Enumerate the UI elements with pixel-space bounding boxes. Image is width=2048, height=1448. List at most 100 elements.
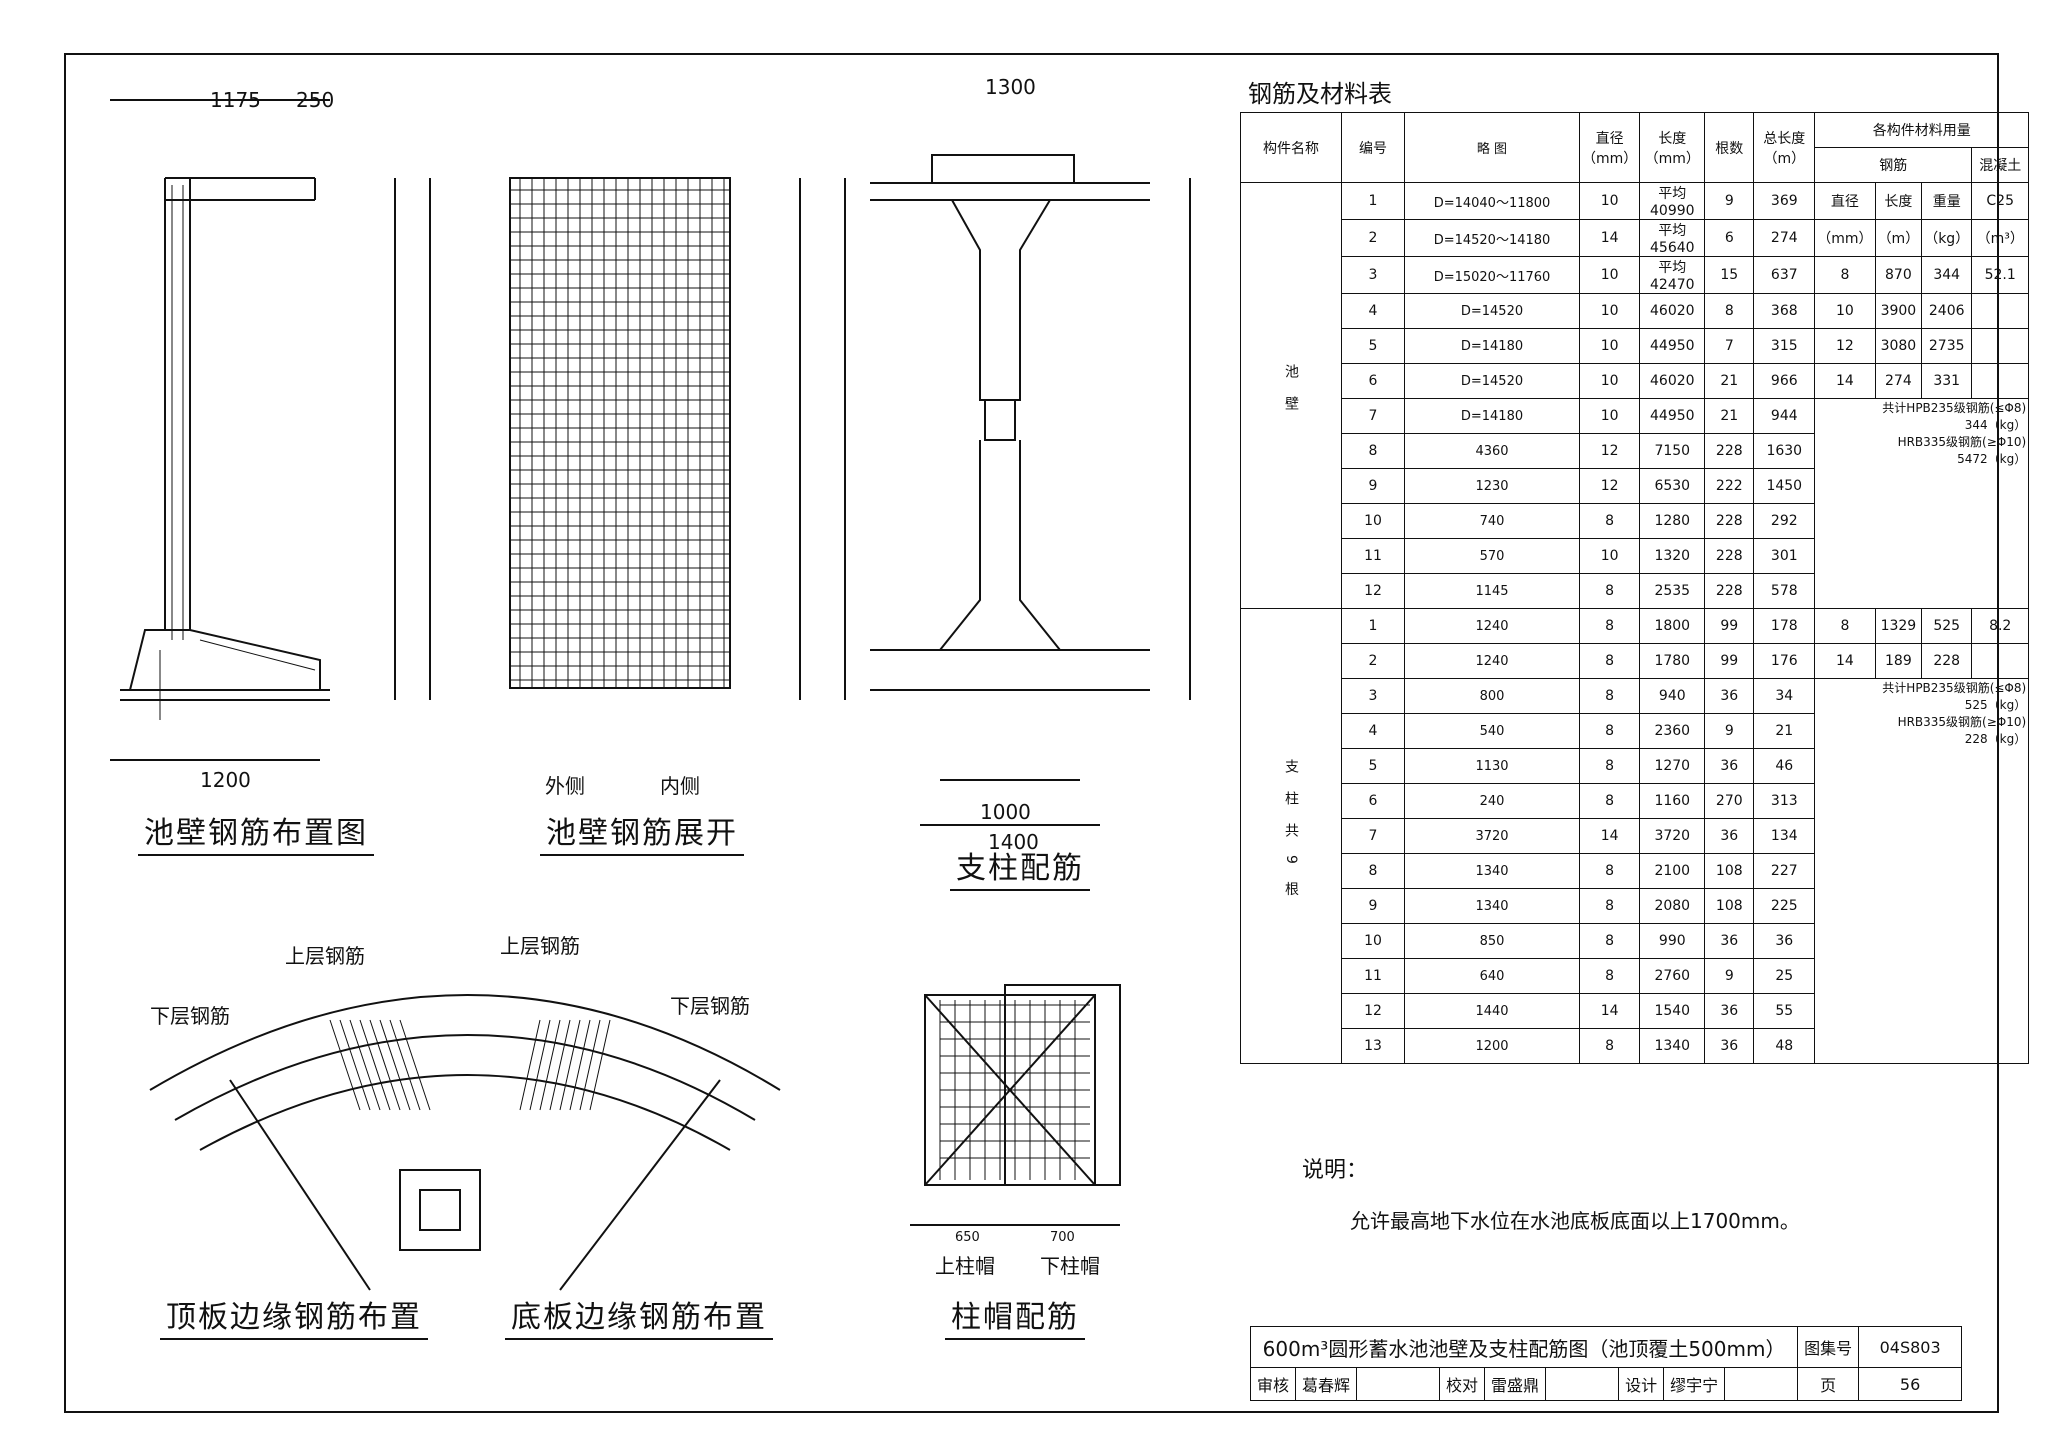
- cell-total: 227: [1753, 853, 1816, 889]
- cell-dia: 10: [1578, 363, 1641, 399]
- cell-no: 4: [1341, 713, 1405, 749]
- usage-cell: 189: [1874, 643, 1923, 679]
- cell-sketch: D=14040～11800: [1404, 182, 1580, 220]
- cell-count: 36: [1704, 748, 1755, 784]
- material-table: 构件名称 编号 略 图 直径（mm） 长度（mm） 根数 总长度（m） 各构件材…: [1240, 112, 2030, 1064]
- cell-total: 313: [1753, 783, 1816, 819]
- cell-count: 99: [1704, 643, 1755, 679]
- usage-head: 重量: [1921, 182, 1973, 220]
- check-label: 校对: [1439, 1367, 1486, 1401]
- cell-dia: 10: [1578, 328, 1641, 364]
- cell-sketch: 1440: [1404, 993, 1580, 1029]
- caption-capital: 柱帽配筋: [945, 1292, 1085, 1340]
- cell-no: 3: [1341, 678, 1405, 714]
- cell-count: 99: [1704, 608, 1755, 644]
- cell-len: 2100: [1639, 853, 1706, 889]
- cell-sketch: 540: [1404, 713, 1580, 749]
- cell-sketch: 1240: [1404, 643, 1580, 679]
- cell-count: 36: [1704, 678, 1755, 714]
- cell-dia: 8: [1578, 958, 1641, 994]
- group-label: 池壁: [1240, 182, 1342, 609]
- usage-head: 长度: [1874, 182, 1923, 220]
- cell-sketch: 1240: [1404, 608, 1580, 644]
- notes-line: 允许最高地下水位在水池底板底面以上1700mm。: [1350, 1209, 1800, 1233]
- upper-label-bottom: 上层钢筋: [500, 934, 580, 958]
- header-sketch: 略 图: [1404, 112, 1580, 183]
- cell-len: 2080: [1639, 888, 1706, 924]
- cell-sketch: 1200: [1404, 1028, 1580, 1064]
- cell-len: 990: [1639, 923, 1706, 959]
- cell-len: 1320: [1639, 538, 1706, 574]
- cell-total: 274: [1753, 219, 1816, 257]
- usage-cell: 870: [1874, 256, 1923, 294]
- cell-no: 6: [1341, 783, 1405, 819]
- dim-label: 1200: [200, 768, 251, 792]
- usage-cell: 525: [1921, 608, 1973, 644]
- cell-total: 176: [1753, 643, 1816, 679]
- group-label: 支柱共9根: [1240, 608, 1342, 1064]
- cell-dia: 8: [1578, 608, 1641, 644]
- cell-total: 368: [1753, 293, 1816, 329]
- cell-count: 9: [1704, 958, 1755, 994]
- cell-total: 301: [1753, 538, 1816, 574]
- inner-label: 内侧: [660, 774, 700, 798]
- cell-no: 10: [1341, 923, 1405, 959]
- lower-capital-label: 下柱帽: [1040, 1254, 1100, 1278]
- lower-label-bottom: 下层钢筋: [670, 994, 750, 1018]
- cell-sketch: D=14180: [1404, 398, 1580, 434]
- capital-dim-left: 650: [955, 1230, 980, 1245]
- cell-len: 1340: [1639, 1028, 1706, 1064]
- cell-total: 1630: [1753, 433, 1816, 469]
- notes-heading: 说明：: [1302, 1158, 1369, 1183]
- caption-column: 支柱配筋: [950, 843, 1090, 891]
- cell-no: 1: [1341, 182, 1405, 220]
- cell-len: 1160: [1639, 783, 1706, 819]
- cell-no: 5: [1341, 328, 1405, 364]
- atlas-label: 图集号: [1797, 1326, 1860, 1368]
- cell-no: 13: [1341, 1028, 1405, 1064]
- caption-bottom-slab: 底板边缘钢筋布置: [505, 1292, 773, 1340]
- cell-sketch: 640: [1404, 958, 1580, 994]
- usage-head: C25: [1971, 182, 2030, 220]
- cell-sketch: D=14520～14180: [1404, 219, 1580, 257]
- review-label: 审核: [1249, 1367, 1297, 1401]
- cell-count: 6: [1704, 219, 1755, 257]
- cell-len: 7150: [1639, 433, 1706, 469]
- cell-no: 5: [1341, 748, 1405, 784]
- cell-len: 平均42470: [1639, 256, 1706, 294]
- cell-dia: 8: [1578, 503, 1641, 539]
- cell-len: 平均40990: [1639, 182, 1706, 220]
- cell-sketch: D=14520: [1404, 293, 1580, 329]
- cell-total: 21: [1753, 713, 1816, 749]
- cell-no: 7: [1341, 818, 1405, 854]
- usage-unit: （m）: [1874, 219, 1923, 257]
- usage-cell: 344: [1921, 256, 1973, 294]
- cell-dia: 8: [1578, 1028, 1641, 1064]
- cell-count: 36: [1704, 818, 1755, 854]
- page-no: 56: [1858, 1367, 1963, 1401]
- cell-sketch: 4360: [1404, 433, 1580, 469]
- upper-label: 上层钢筋: [285, 944, 365, 968]
- dim-label: 1000: [980, 800, 1031, 824]
- cell-len: 2535: [1639, 573, 1706, 609]
- cell-no: 8: [1341, 433, 1405, 469]
- usage-cell: 3080: [1874, 328, 1923, 364]
- checker-signature: [1545, 1367, 1620, 1401]
- top-slab-fan: [149, 994, 781, 1291]
- header-dia: 直径（mm）: [1578, 112, 1641, 183]
- cell-total: 369: [1753, 182, 1816, 220]
- cell-dia: 8: [1578, 783, 1641, 819]
- cell-sketch: 800: [1404, 678, 1580, 714]
- usage-summary: 共计HPB235级钢筋(≤Φ8)525（kg）HRB335级钢筋(≥Φ10)22…: [1814, 678, 2030, 1064]
- cell-dia: 8: [1578, 748, 1641, 784]
- title-block: 600m³圆形蓄水池池壁及支柱配筋图（池顶覆土500mm） 图集号 04S803…: [1249, 1326, 1963, 1401]
- cell-count: 15: [1704, 256, 1755, 294]
- caption-top-slab: 顶板边缘钢筋布置: [160, 1292, 428, 1340]
- cell-count: 108: [1704, 888, 1755, 924]
- cell-len: 6530: [1639, 468, 1706, 504]
